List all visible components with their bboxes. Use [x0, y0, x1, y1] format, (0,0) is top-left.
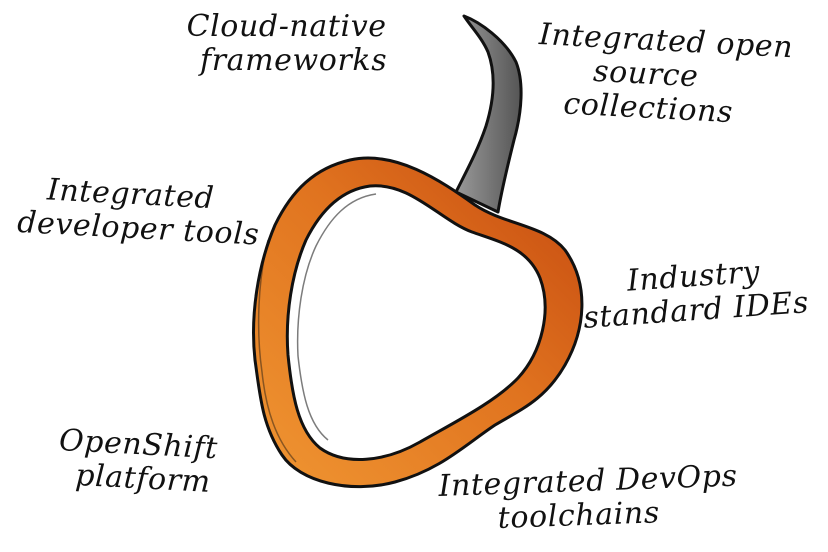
- label-cloud-native-line-1: Cloud-native: [186, 9, 387, 44]
- label-cloud-native-frameworks: Cloud-native frameworks: [186, 10, 387, 78]
- label-integrated-devops-toolchains: Integrated DevOps toolchains: [438, 459, 739, 538]
- label-cloud-native-line-2: frameworks: [200, 43, 388, 78]
- pepper-inner-sketch: [296, 193, 377, 441]
- pepper-outer-sketch: [257, 239, 297, 463]
- label-integrated-developer-tools: Integrated developer tools: [16, 172, 262, 252]
- pepper-stem: [454, 14, 523, 214]
- label-openshift-platform: OpenShift platform: [56, 423, 219, 500]
- label-integrated-open-source-collections: Integrated open source collections: [535, 17, 794, 133]
- pepper-ring: [252, 156, 584, 489]
